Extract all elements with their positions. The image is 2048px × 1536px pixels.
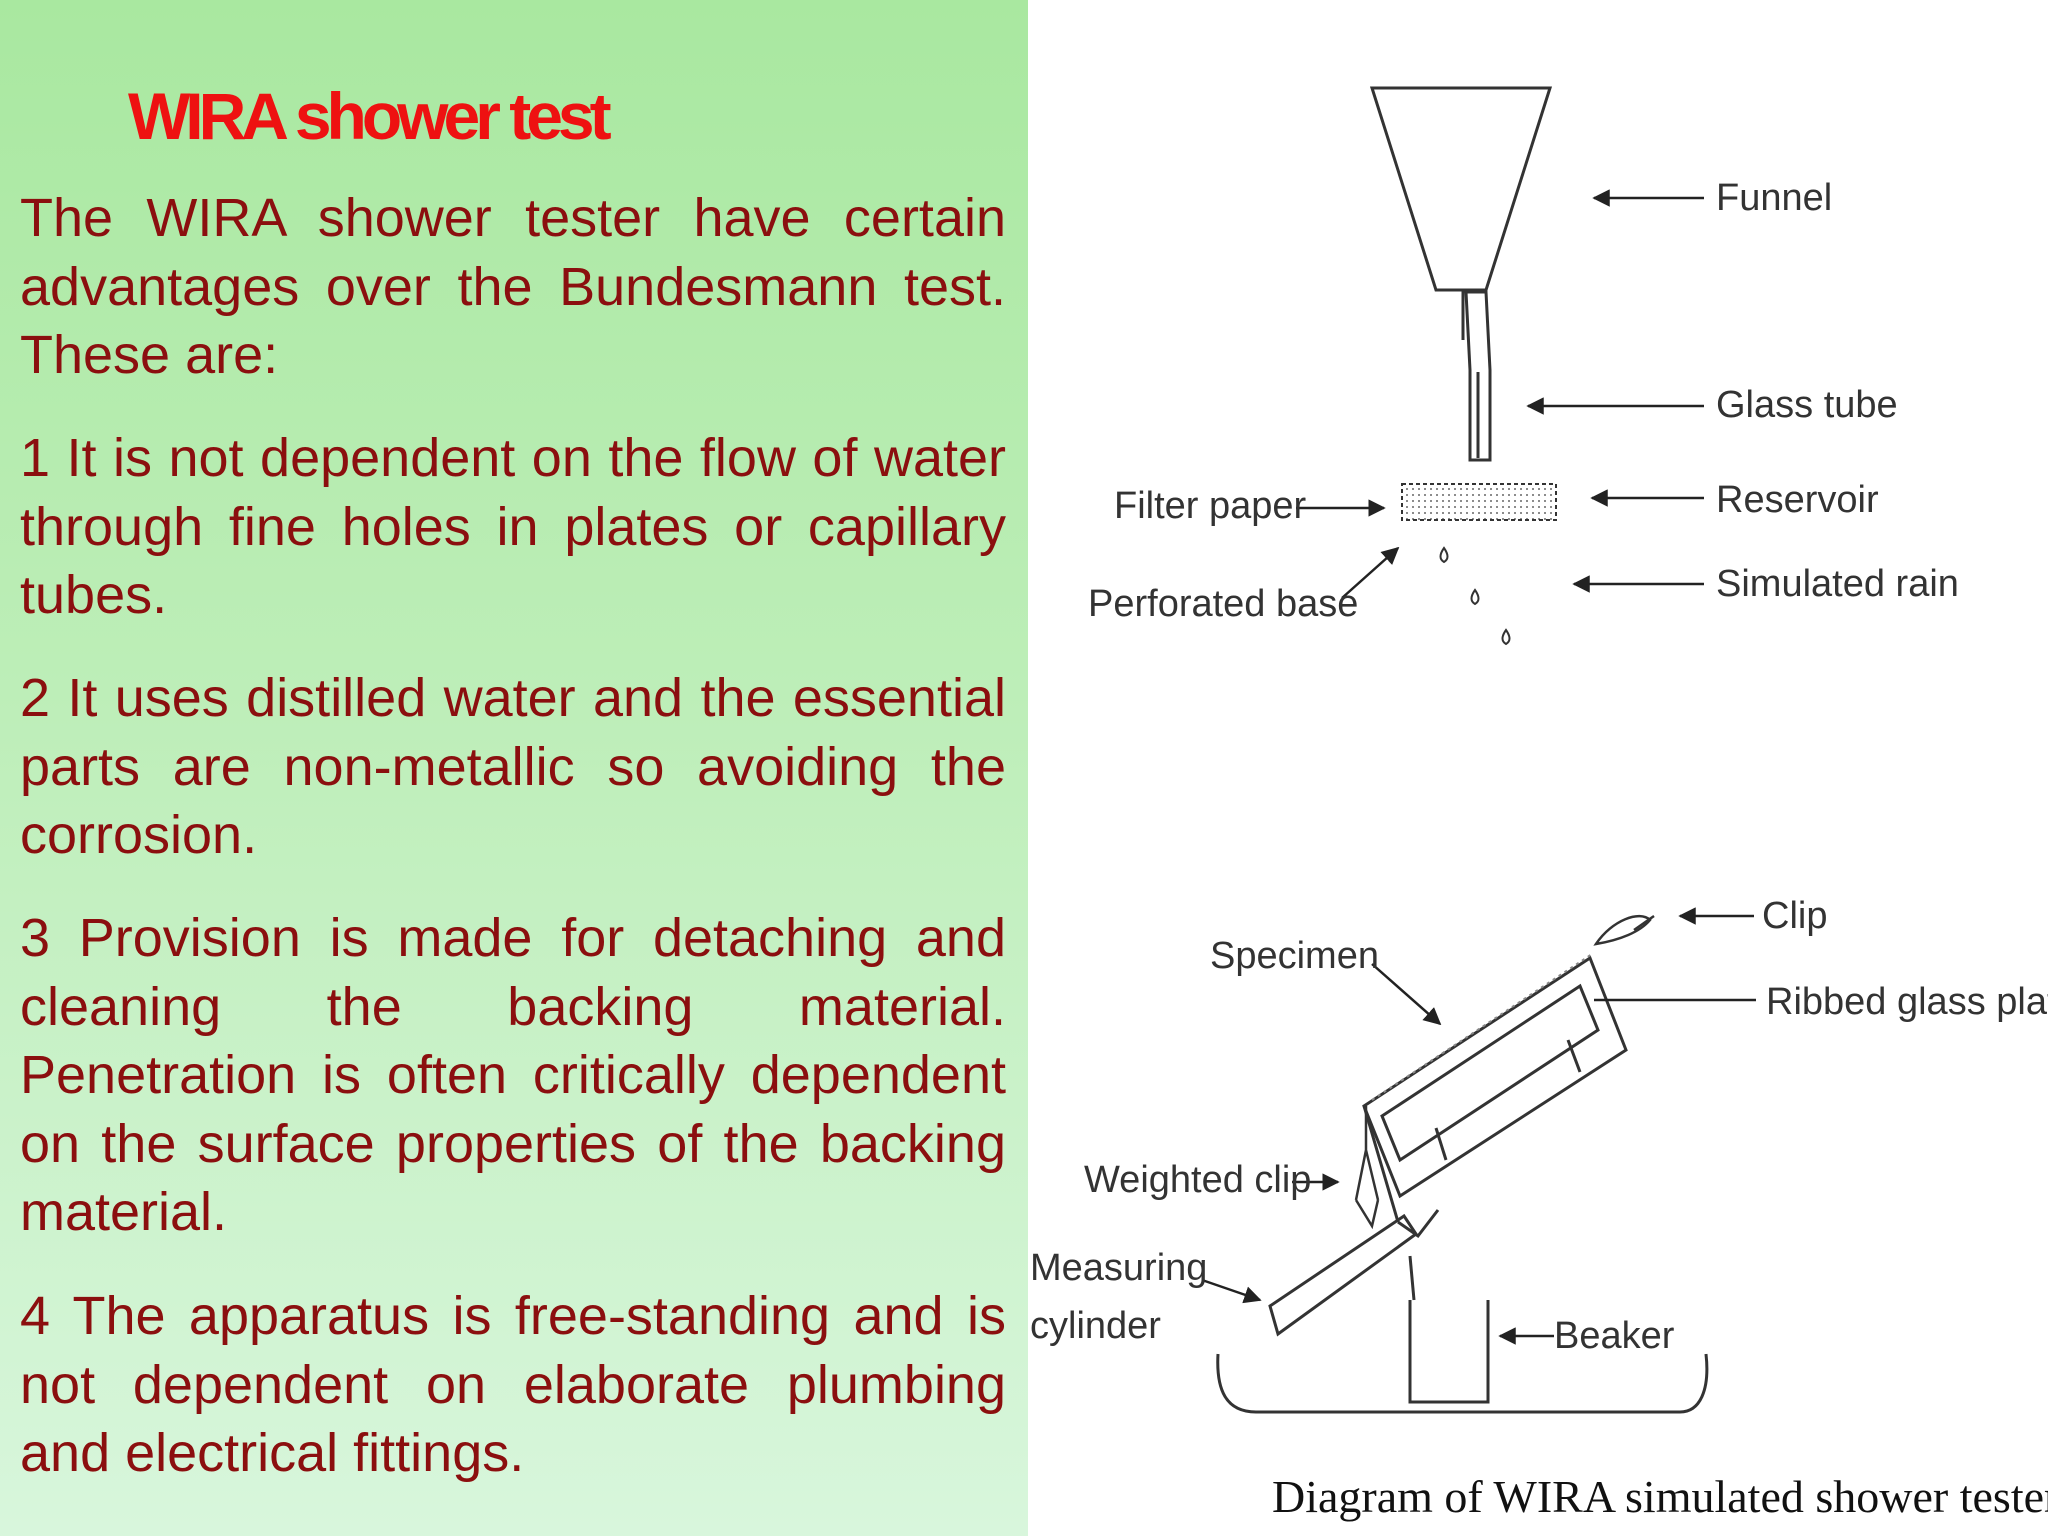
wira-tester-diagram: Funnel Glass tube Filter paper Reservoir… xyxy=(1030,86,2048,1522)
advantage-point-3: 3 Provision is made for detaching and cl… xyxy=(20,908,1006,1242)
lower-arrows xyxy=(1201,907,1756,1345)
advantage-point-4: 4 The apparatus is free-standing and is … xyxy=(20,1286,1006,1483)
label-glass-tube: Glass tube xyxy=(1716,384,1898,426)
weighted-clip-shape xyxy=(1354,1106,1380,1230)
beaker-shape xyxy=(1408,1255,1490,1404)
label-filter-paper: Filter paper xyxy=(1114,485,1307,527)
specimen-fabric xyxy=(1371,953,1593,1101)
clip-shape xyxy=(1593,914,1655,946)
advantage-point-2: 2 It uses distilled water and the essent… xyxy=(20,668,1006,865)
raindrops xyxy=(1439,546,1511,646)
text-panel: WIRA shower test The WIRA shower tester … xyxy=(0,0,1028,1536)
base-tray xyxy=(1216,1353,1709,1414)
slide-title: WIRA shower test xyxy=(128,79,612,153)
label-simulated-rain: Simulated rain xyxy=(1716,563,1959,605)
label-measuring: Measuring xyxy=(1030,1247,1207,1289)
glass-tube-shape xyxy=(1464,290,1492,462)
advantage-point-1: 1 It is not dependent on the flow of wat… xyxy=(20,428,1006,625)
intro-paragraph: The WIRA shower tester have certain adva… xyxy=(20,188,1006,385)
label-specimen: Specimen xyxy=(1210,935,1379,977)
specimen-holder-shape xyxy=(1362,955,1628,1239)
label-reservoir: Reservoir xyxy=(1716,479,1879,521)
label-funnel: Funnel xyxy=(1716,177,1832,219)
diagram-caption: Diagram of WIRA simulated shower tester. xyxy=(1272,1471,2048,1522)
label-cylinder: cylinder xyxy=(1030,1305,1161,1347)
label-ribbed-glass-plate: Ribbed glass plate xyxy=(1766,981,2048,1023)
reservoir-shape xyxy=(1401,483,1557,521)
funnel-shape xyxy=(1369,86,1553,340)
measuring-cylinder-shape xyxy=(1268,1213,1419,1337)
label-beaker: Beaker xyxy=(1554,1315,1675,1357)
label-perforated-base: Perforated base xyxy=(1088,583,1358,625)
upper-arrows xyxy=(1296,189,1704,599)
label-clip: Clip xyxy=(1762,895,1827,937)
label-weighted-clip: Weighted clip xyxy=(1084,1159,1311,1201)
